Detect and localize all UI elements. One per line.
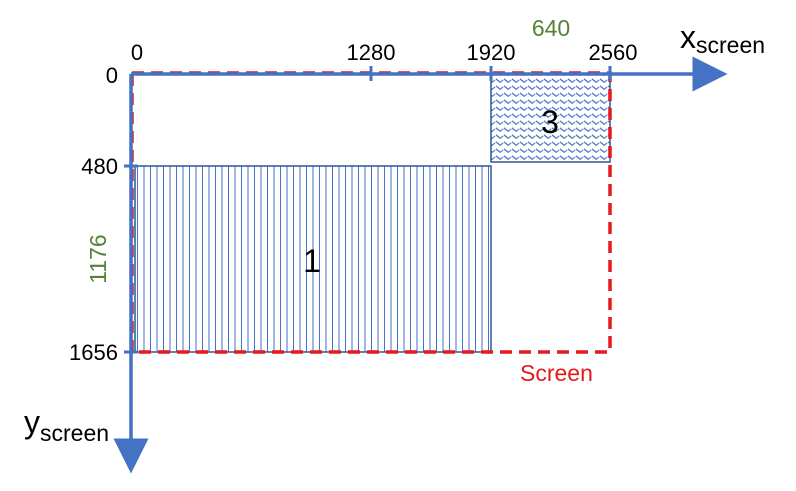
y-axis-title-main: y	[24, 404, 40, 440]
x-tick-label-2560: 2560	[589, 40, 638, 65]
y-axis-title-sub: screen	[40, 420, 109, 446]
x-tick-label-1920: 1920	[467, 40, 516, 65]
region-3-label: 3	[541, 104, 559, 140]
region-3-fill	[490, 73, 611, 163]
y-tick-label-0: 0	[106, 63, 118, 88]
y-axis-title: yscreen	[24, 404, 109, 446]
x-tick-label-0: 0	[131, 40, 143, 65]
region-1-fill	[134, 165, 492, 353]
y-tick-label-1656: 1656	[69, 340, 118, 365]
region-1: 1	[134, 165, 492, 353]
dimension-1176: 1176	[85, 234, 111, 283]
region-1-label: 1	[303, 243, 321, 279]
x-tick-label-1280: 1280	[347, 40, 396, 65]
dimension-640: 640	[532, 15, 570, 41]
screen-label: Screen	[520, 360, 593, 386]
x-axis-title: xscreen	[680, 19, 765, 58]
region-3: 3	[490, 73, 611, 163]
y-tick-label-480: 480	[81, 154, 118, 179]
x-axis-title-sub: screen	[696, 32, 765, 58]
x-axis-title-main: x	[680, 19, 696, 55]
